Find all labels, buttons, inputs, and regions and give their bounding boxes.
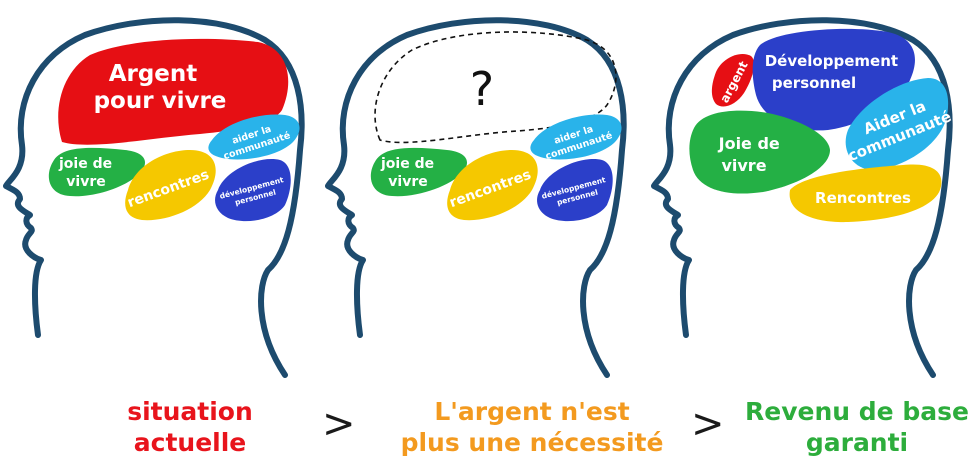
- svg-text:joie de vivre: joie de vivre: [380, 156, 439, 190]
- caption-1-line1: situation: [127, 397, 253, 426]
- svg-text:Argent pour vivre: Argent pour vivre: [94, 61, 227, 114]
- caption-2: L'argent n'est plus une nécessité: [382, 396, 682, 458]
- caption-2-line2: plus une nécessité: [400, 428, 664, 457]
- blob-aider: [845, 78, 949, 171]
- label-developpement-line2: personnel: [772, 74, 856, 92]
- label-joie-line1: Joie de: [718, 134, 780, 153]
- svg-text:Joie de vivre: Joie de vivre: [718, 134, 786, 175]
- caption-3-line2: garanti: [805, 428, 909, 457]
- svg-text:Rencontres: Rencontres: [815, 189, 911, 207]
- head-2: ? joie de vivre rencontres aider la comm…: [328, 20, 624, 375]
- separator-2: >: [691, 401, 725, 447]
- caption-3-line1: Revenu de base: [745, 397, 969, 426]
- label-joie-line1: joie de: [380, 156, 434, 172]
- label-rencontres: Rencontres: [815, 189, 911, 207]
- svg-text:joie de vivre: joie de vivre: [58, 156, 117, 190]
- blob-rencontres: [125, 150, 216, 221]
- svg-text:Développement personnel: Développement personnel: [765, 52, 904, 92]
- label-question: ?: [470, 62, 494, 116]
- blob-joie: [370, 147, 467, 197]
- label-joie-line2: vivre: [721, 156, 766, 175]
- blob-argent: [58, 38, 289, 145]
- blob-developpement: [537, 159, 613, 222]
- separator-1: >: [322, 401, 356, 447]
- label-developpement-line1: Développement: [765, 52, 898, 70]
- label-joie-line2: vivre: [66, 174, 105, 190]
- label-argent-line2: pour vivre: [94, 88, 227, 114]
- head-1: Argent pour vivre joie de vivre rencontr…: [6, 20, 302, 375]
- label-joie-line2: vivre: [388, 174, 427, 190]
- label-joie-line1: joie de: [58, 156, 112, 172]
- caption-1: situation actuelle: [100, 396, 280, 458]
- blob-argent: [711, 53, 755, 107]
- blob-rencontres: [789, 164, 942, 223]
- blob-joie: [689, 110, 830, 194]
- caption-3: Revenu de base garanti: [735, 396, 979, 458]
- head-3: argent Développement personnel Aider la …: [654, 20, 954, 375]
- caption-2-line1: L'argent n'est: [434, 397, 630, 426]
- empty-region-dashed: [374, 31, 617, 144]
- blob-aider: [208, 114, 300, 160]
- blob-rencontres: [447, 150, 538, 221]
- blob-joie: [48, 147, 145, 197]
- blob-aider: [530, 114, 622, 160]
- blob-developpement: [215, 159, 291, 222]
- label-argent-line1: Argent: [109, 61, 198, 87]
- caption-1-line2: actuelle: [133, 428, 247, 457]
